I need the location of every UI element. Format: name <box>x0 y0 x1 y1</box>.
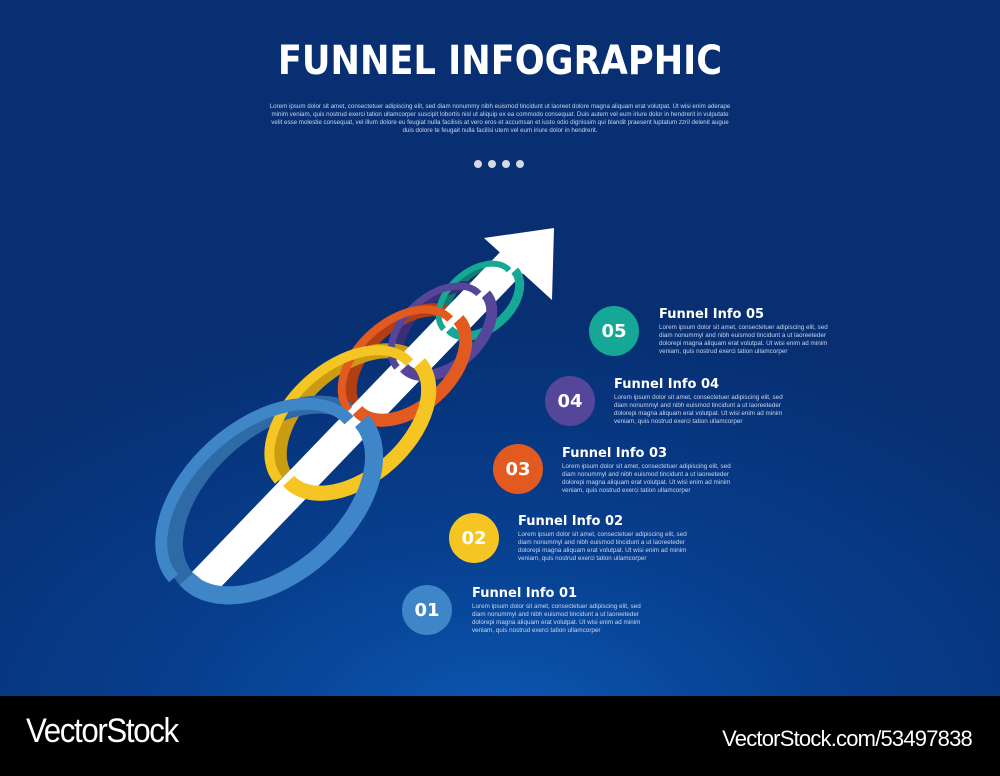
item-title: Funnel Info 04 <box>614 377 720 392</box>
brand-logo: VectorStock <box>26 712 179 750</box>
item-description: Lorem ipsum dolor sit amet, consectetuer… <box>518 531 687 562</box>
item-description: Lorem ipsum dolor sit amet, consectetuer… <box>659 324 828 355</box>
item-title: Funnel Info 05 <box>659 307 765 322</box>
item-description: Lorem ipsum dolor sit amet, consectetuer… <box>562 463 731 494</box>
item-description: Lorem ipsum dolor sit amet, consectetuer… <box>614 394 783 425</box>
step-badge: 01 <box>402 585 452 635</box>
step-badge: 03 <box>493 444 543 494</box>
step-badge: 05 <box>589 306 639 356</box>
pager-dot <box>502 160 510 168</box>
ring-fronts <box>155 260 525 605</box>
ring-03 <box>337 305 473 427</box>
pager-dot <box>488 160 496 168</box>
item-title: Funnel Info 01 <box>472 586 578 601</box>
ring-01 <box>155 397 383 605</box>
ring-02 <box>264 345 437 501</box>
item-title: Funnel Info 03 <box>562 446 668 461</box>
step-badge: 04 <box>545 376 595 426</box>
intro-paragraph: Lorem ipsum dolor sit amet, consectetuer… <box>269 103 731 135</box>
step-badge: 02 <box>449 513 499 563</box>
growth-arrow-icon <box>192 228 554 592</box>
item-description: Lorem ipsum dolor sit amet, consectetuer… <box>472 603 641 634</box>
pager-dots <box>474 160 524 168</box>
stock-id-text: VectorStock.com/53497838 <box>722 726 973 751</box>
infographic-canvas: FUNNEL INFOGRAPHIC Lorem ipsum dolor sit… <box>0 0 1000 696</box>
pager-dot <box>516 160 524 168</box>
watermark-footer: VectorStock VectorStock.com/53497838 <box>0 696 1000 776</box>
pager-dot <box>474 160 482 168</box>
page-title: FUNNEL INFOGRAPHIC <box>277 38 723 84</box>
item-title: Funnel Info 02 <box>518 514 624 529</box>
funnel-rings-graphic <box>155 228 554 605</box>
